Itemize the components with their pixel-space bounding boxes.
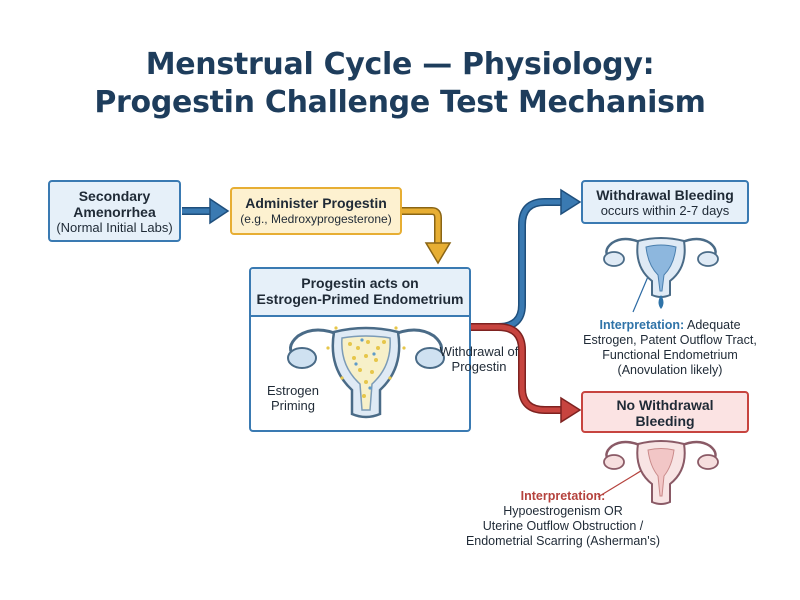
node-progestin-acts-line-1: Progestin acts on — [301, 275, 419, 291]
node-no-withdrawal-bleeding-line-2: Bleeding — [635, 413, 695, 429]
interpretation-withdrawal-text-1: Adequate — [687, 318, 741, 332]
arrow-progestin-to-endometrium — [402, 207, 452, 265]
arrow-to-no-withdrawal-bleeding — [497, 323, 582, 424]
interpretation-no-withdrawal-text-2: Uterine Outflow Obstruction / — [482, 519, 644, 533]
node-administer-progestin: Administer Progestin (e.g., Medroxyproge… — [230, 187, 402, 235]
node-secondary-amenorrhea: Secondary Amenorrhea (Normal Initial Lab… — [48, 180, 181, 242]
node-no-withdrawal-bleeding-line-1: No Withdrawal — [616, 397, 714, 413]
uterus-estrogen-primed-illustration — [287, 326, 445, 419]
estrogen-priming-label: Estrogen Priming — [266, 383, 320, 413]
uterus-withdrawal-bleeding-illustration — [603, 237, 719, 309]
node-progestin-acts-line-2: Estrogen-Primed Endometrium — [256, 291, 464, 307]
node-secondary-amenorrhea-title: Secondary Amenorrhea — [73, 188, 156, 220]
page-title: Menstrual Cycle — Physiology: Progestin … — [0, 46, 800, 122]
title-line-2: Progestin Challenge Test Mechanism — [94, 85, 706, 120]
uterus-no-bleeding-illustration — [603, 440, 719, 505]
arrow-amenorrhea-to-progestin — [182, 197, 230, 225]
interpretation-withdrawal-label: Interpretation: — [599, 318, 685, 332]
arrow-to-withdrawal-bleeding — [497, 188, 582, 331]
node-secondary-amenorrhea-note: (Normal Initial Labs) — [56, 220, 173, 235]
node-no-withdrawal-bleeding: No Withdrawal Bleeding — [581, 391, 749, 433]
interpretation-withdrawal: Interpretation: Adequate Estrogen, Paten… — [560, 318, 780, 378]
node-administer-progestin-note: (e.g., Medroxyprogesterone) — [240, 212, 392, 226]
interpretation-no-withdrawal-text-3: Endometrial Scarring (Asherman's) — [465, 534, 661, 548]
node-withdrawal-bleeding: Withdrawal Bleeding occurs within 2-7 da… — [581, 180, 749, 224]
node-withdrawal-bleeding-note: occurs within 2-7 days — [600, 203, 730, 218]
interpretation-no-withdrawal-text-1: Hypoestrogenism OR — [503, 504, 623, 518]
withdrawal-of-progestin-label: Withdrawal of Progestin — [439, 344, 519, 374]
interpretation-withdrawal-text-2: Estrogen, Patent Outflow Tract, — [583, 333, 757, 347]
node-progestin-acts-header: Progestin acts on Estrogen-Primed Endome… — [251, 269, 469, 317]
interpretation-no-withdrawal-label: Interpretation: — [520, 489, 606, 503]
title-line-1: Menstrual Cycle — Physiology: — [145, 47, 655, 82]
node-withdrawal-bleeding-title: Withdrawal Bleeding — [596, 187, 734, 203]
node-administer-progestin-title: Administer Progestin — [245, 195, 387, 211]
interpretation-withdrawal-text-3: Functional Endometrium — [602, 348, 738, 362]
interpretation-withdrawal-text-4: (Anovulation likely) — [617, 363, 723, 377]
interpretation-no-withdrawal: Interpretation: Hypoestrogenism OR Uteri… — [438, 489, 688, 549]
